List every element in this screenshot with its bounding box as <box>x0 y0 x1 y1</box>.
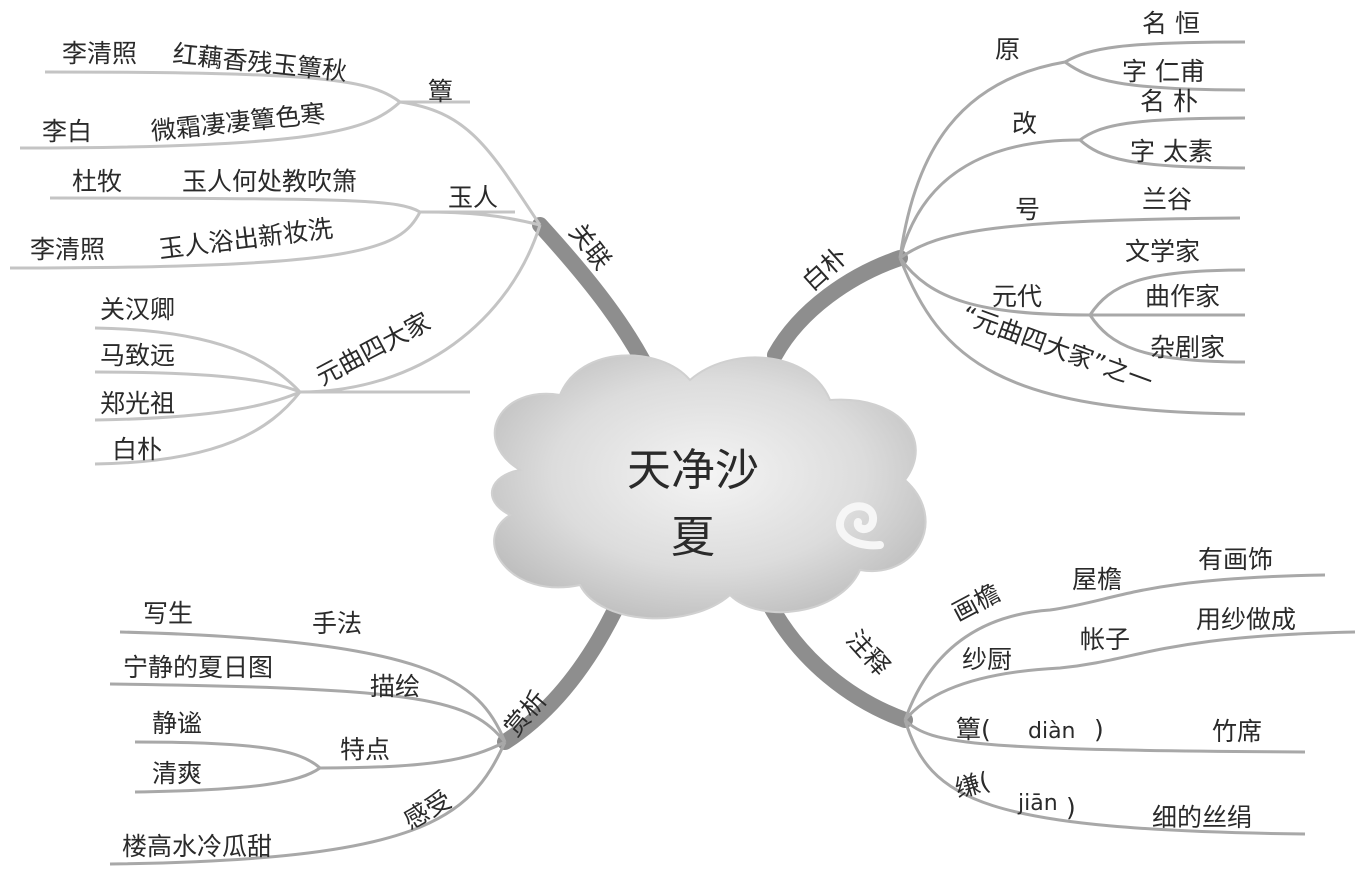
yuren-line-2: 玉人浴出新妆洗 <box>157 214 334 264</box>
shachu-mid: 帐子 <box>1080 625 1130 654</box>
yuren-author-1: 杜牧 <box>72 167 122 196</box>
shoufa-value: 写生 <box>143 599 193 628</box>
yuandai-item-1: 文学家 <box>1125 237 1200 266</box>
gai-ming: 名 朴 <box>1140 87 1198 116</box>
yuandai-item-3: 杂剧家 <box>1150 333 1225 362</box>
hao-value: 兰谷 <box>1142 185 1192 214</box>
ganshou-value: 楼高水冷瓜甜 <box>122 832 272 861</box>
tedian-item-2: 清爽 <box>152 759 202 788</box>
yuan-label: 原 <box>995 35 1020 64</box>
shachu-value: 用纱做成 <box>1196 605 1296 634</box>
miaohui-value: 宁静的夏日图 <box>123 653 273 682</box>
branch-gai <box>900 140 1080 258</box>
yuan-zi: 字 仁甫 <box>1122 57 1205 86</box>
yuanqu-name-2: 马致远 <box>100 341 175 370</box>
gai-zi: 字 太素 <box>1130 137 1213 166</box>
huayan-value: 有画饰 <box>1198 545 1273 574</box>
yuandai-item-2: 曲作家 <box>1145 282 1220 311</box>
huayan-mid: 屋檐 <box>1072 565 1122 594</box>
dian-author-2: 李白 <box>42 117 92 146</box>
dian-term: 簟( <box>956 715 991 744</box>
jian-term: 缣( <box>952 766 993 803</box>
jian-close: ) <box>1066 793 1076 822</box>
yuanqu-name-4: 白朴 <box>112 435 162 464</box>
yuanqu-name-3: 郑光祖 <box>100 389 175 418</box>
yuanqu-label: 元曲四大家 <box>311 307 435 391</box>
zhushi-title: 注释 <box>841 625 896 682</box>
hao-label: 号 <box>1015 195 1040 224</box>
yuandai-label: 元代 <box>992 282 1042 311</box>
dian-close: ) <box>1094 715 1104 744</box>
shachu-term: 纱厨 <box>962 645 1012 674</box>
zhushi-group: 注释 画檐 屋檐 有画饰 纱厨 帐子 用纱做成 簟( diàn ) 竹席 缣( … <box>841 545 1296 832</box>
center-subtitle: 夏 <box>671 512 715 563</box>
yuren-label: 玉人 <box>448 183 498 212</box>
branch-dian-1 <box>45 72 400 102</box>
center-cloud: 天净沙 夏 <box>492 355 926 618</box>
center-title: 天净沙 <box>627 445 759 496</box>
dian-line-1: 红藕香残玉簟秋 <box>171 39 348 86</box>
yuanqu-name-1: 关汉卿 <box>100 295 175 324</box>
jian-value: 细的丝绢 <box>1152 803 1252 832</box>
jian-pinyin: jiān <box>1017 791 1058 816</box>
dian-pinyin: diàn <box>1028 719 1076 744</box>
baipu-group: 白朴 原 名 恒 字 仁甫 改 名 朴 字 太素 号 兰谷 元代 文学家 曲作家… <box>797 9 1225 396</box>
branch-yuren-1 <box>50 198 420 212</box>
branch-yuren <box>420 212 540 225</box>
yuren-line-1: 玉人何处教吹箫 <box>182 167 357 196</box>
dian-label: 簟 <box>428 77 453 106</box>
dian-value: 竹席 <box>1212 717 1262 746</box>
miaohui-label: 描绘 <box>370 672 420 701</box>
ganshou-label: 感受 <box>399 785 457 835</box>
shangxi-group: 赏析 手法 写生 描绘 宁静的夏日图 特点 静谧 清爽 感受 楼高水冷瓜甜 <box>122 599 553 861</box>
dian-line-2: 微霜凄凄簟色寒 <box>150 99 327 146</box>
gai-label: 改 <box>1012 109 1037 138</box>
dian-author-1: 李清照 <box>62 39 137 68</box>
shoufa-label: 手法 <box>312 609 362 638</box>
yuren-author-2: 李清照 <box>30 235 105 264</box>
tedian-label: 特点 <box>340 735 390 764</box>
yuan-ming: 名 恒 <box>1142 9 1200 38</box>
tedian-item-1: 静谧 <box>152 709 202 738</box>
